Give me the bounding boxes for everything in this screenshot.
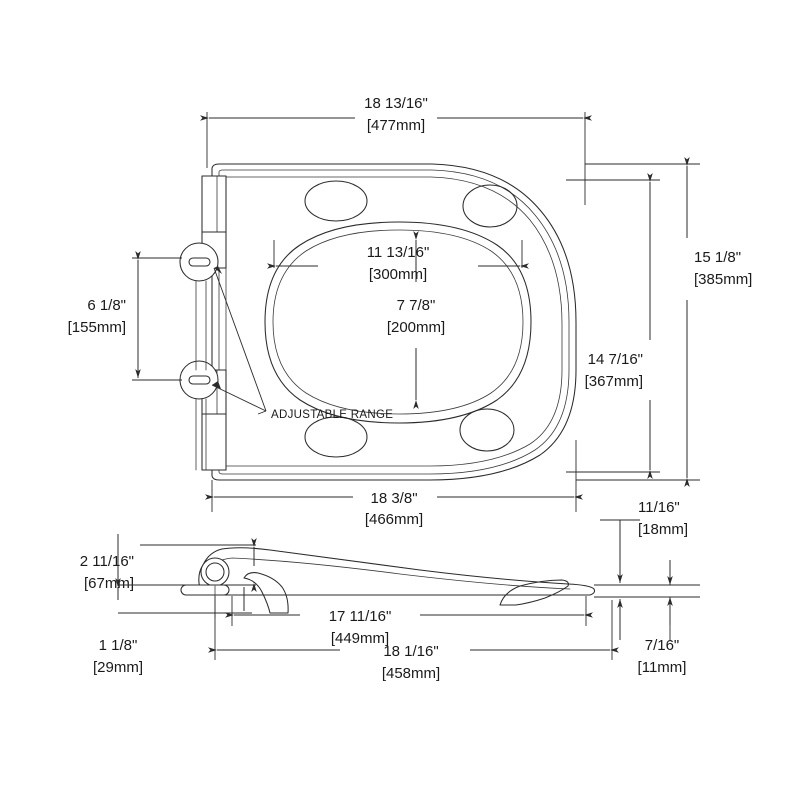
- dim-opening-width-imperial: 11 13/16": [367, 244, 430, 261]
- hinge-barrel: [200, 557, 230, 587]
- dim-lid-thickness: 11/16" [18mm]: [594, 499, 700, 640]
- hinge-mount-lower[interactable]: [179, 360, 219, 400]
- dim-opening-length-metric: [200mm]: [387, 319, 445, 336]
- seat-opening: [264, 221, 532, 424]
- side-view-group: 2 11/16" [67mm] 1 1/8" [29mm] 17 1: [80, 499, 700, 682]
- dim-seat-width-metric: [466mm]: [365, 511, 423, 528]
- bumper-foot-left: [243, 572, 289, 614]
- dim-hinge-spacing-imperial: 6 1/8": [87, 297, 126, 314]
- dim-hinge-height-imperial: 2 11/16": [80, 553, 134, 570]
- bumper-pads: [304, 180, 518, 458]
- dim-bumper-height-metric: [29mm]: [93, 659, 143, 676]
- dim-side-seat-length: 18 1/16" [458mm]: [208, 596, 619, 682]
- hinge-mount-upper[interactable]: [179, 242, 219, 282]
- dim-overall-width-imperial: 18 13/16": [364, 95, 428, 112]
- dim-seat-width: 18 3/8" [466mm]: [205, 440, 583, 528]
- dim-lid-thickness-imperial: 11/16": [638, 499, 680, 516]
- dim-opening-length-imperial: 7 7/8": [397, 297, 436, 314]
- dim-overall-length: 15 1/8" [385mm]: [576, 157, 752, 487]
- dim-hinge-height: 2 11/16" [67mm]: [80, 538, 257, 592]
- dim-overall-length-imperial: 15 1/8": [694, 249, 741, 266]
- dim-lid-length-metric: [449mm]: [331, 630, 389, 647]
- dim-side-seat-length-imperial: 18 1/16": [383, 643, 438, 660]
- dim-lid-length: 17 11/16" [449mm]: [225, 596, 593, 647]
- bumper-foot-right: [499, 579, 569, 606]
- seat-profile-body: [198, 547, 596, 596]
- dim-overall-width: 18 13/16" [477mm]: [200, 95, 592, 205]
- dim-opening-width-metric: [300mm]: [369, 266, 427, 283]
- dim-overall-width-metric: [477mm]: [367, 117, 425, 134]
- dim-lid-length-imperial: 17 11/16": [329, 608, 392, 625]
- dim-seat-length-metric: [367mm]: [585, 373, 643, 390]
- dim-side-seat-length-metric: [458mm]: [382, 665, 440, 682]
- dim-seat-thickness: 7/16" [11mm]: [638, 560, 687, 676]
- adjustable-range-label: ADJUSTABLE RANGE: [271, 409, 393, 421]
- dim-hinge-spacing-metric: [155mm]: [68, 319, 126, 336]
- dim-seat-thickness-imperial: 7/16": [645, 637, 680, 654]
- adjustable-range-leader: [211, 266, 267, 415]
- hinge-post-lines: [195, 280, 207, 471]
- seat-outer-contour: [211, 163, 577, 481]
- dim-opening-width: 11 13/16" [300mm]: [267, 240, 529, 283]
- dim-seat-thickness-metric: [11mm]: [638, 659, 687, 676]
- dim-hinge-spacing: 6 1/8" [155mm]: [68, 251, 182, 381]
- dim-bumper-height-imperial: 1 1/8": [99, 637, 138, 654]
- dim-opening-length: 7 7/8" [200mm]: [387, 231, 445, 409]
- dim-lid-thickness-metric: [18mm]: [638, 521, 688, 538]
- top-view-group: ADJUSTABLE RANGE 18 13/16" [477mm] 18 3/…: [68, 95, 753, 528]
- dim-seat-length-imperial: 14 7/16": [588, 351, 643, 368]
- dim-seat-width-imperial: 18 3/8": [370, 490, 417, 507]
- dim-seat-length: 14 7/16" [367mm]: [566, 173, 660, 479]
- dim-overall-length-metric: [385mm]: [694, 271, 752, 288]
- dim-hinge-height-metric: [67mm]: [84, 575, 134, 592]
